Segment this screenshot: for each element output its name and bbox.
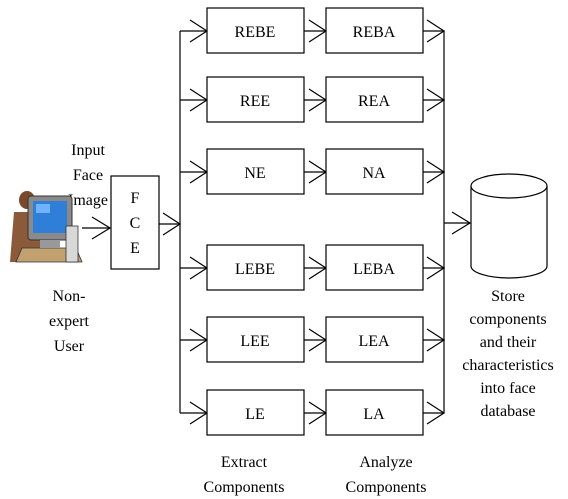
- arrow-user-to-fce: [82, 216, 112, 240]
- extract-box-label: REE: [240, 93, 270, 110]
- extract-box: [206, 148, 305, 195]
- analyze-box-label: REA: [358, 93, 390, 110]
- user-label-line: expert: [49, 313, 90, 330]
- extract-box-label: LEE: [240, 333, 269, 350]
- store-caption-line: Store: [491, 288, 525, 305]
- fce-letter: C: [130, 215, 141, 232]
- store-caption-line: and their: [480, 334, 537, 351]
- extract-box-label: LE: [245, 406, 265, 423]
- fce-letter: F: [131, 190, 140, 207]
- analyze-caption-line: Analyze: [359, 454, 412, 471]
- input-label-line: Input: [71, 142, 105, 159]
- user-label-line: Non-: [53, 288, 86, 305]
- input-label-line: Face: [73, 167, 103, 184]
- analyze-box: [325, 389, 424, 436]
- store-caption-line: database: [480, 403, 535, 420]
- extract-box: [206, 316, 305, 363]
- extract-box-label: LEBE: [235, 261, 275, 278]
- fce-box: F C E: [110, 175, 160, 270]
- store-caption-line: into face: [480, 380, 536, 397]
- component-row: REE REA: [180, 76, 446, 123]
- component-row: LEE LEA: [180, 316, 446, 363]
- store-caption-line: components: [469, 311, 546, 328]
- extract-box: [206, 389, 305, 436]
- analyze-box-label: REBA: [353, 24, 396, 41]
- store-caption-line: characteristics: [462, 357, 554, 374]
- analyze-caption-line: Components: [346, 479, 427, 496]
- extract-box-label: NE: [244, 165, 265, 182]
- component-row: LE LA: [180, 389, 446, 436]
- user-label-line: User: [54, 338, 85, 355]
- fce-letter: E: [130, 240, 140, 257]
- analyze-box: [325, 316, 424, 363]
- analyze-box-label: NA: [362, 165, 386, 182]
- extract-box: [206, 7, 305, 54]
- analyze-box-label: LA: [363, 406, 385, 423]
- input-label-line: Image: [68, 192, 108, 209]
- analyze-components-caption: Analyze Components: [346, 454, 427, 496]
- non-expert-user-label: Non- expert User: [49, 288, 90, 355]
- input-face-image-label: Input Face Image: [68, 142, 108, 209]
- extract-caption-line: Extract: [221, 454, 268, 471]
- extract-components-caption: Extract Components: [204, 454, 285, 496]
- analyze-box: [325, 148, 424, 195]
- extract-box-label: REBE: [235, 24, 276, 41]
- arrow-fce-to-bus: [159, 212, 182, 236]
- extract-caption-line: Components: [204, 479, 285, 496]
- component-row: REBE REBA: [180, 7, 446, 54]
- arrow-bus-to-database: [444, 211, 472, 235]
- analyze-box-label: LEBA: [353, 261, 395, 278]
- component-row: LEBE LEBA: [180, 244, 446, 291]
- analyze-box: [325, 244, 424, 291]
- extract-box: [206, 244, 305, 291]
- extract-box: [206, 76, 305, 123]
- database-cylinder-icon: [470, 173, 548, 279]
- computer-user-icon: [10, 191, 83, 263]
- store-caption: Store components and their characteristi…: [462, 288, 554, 420]
- analyze-box-label: LEA: [358, 333, 390, 350]
- component-row: NE NA: [180, 148, 446, 195]
